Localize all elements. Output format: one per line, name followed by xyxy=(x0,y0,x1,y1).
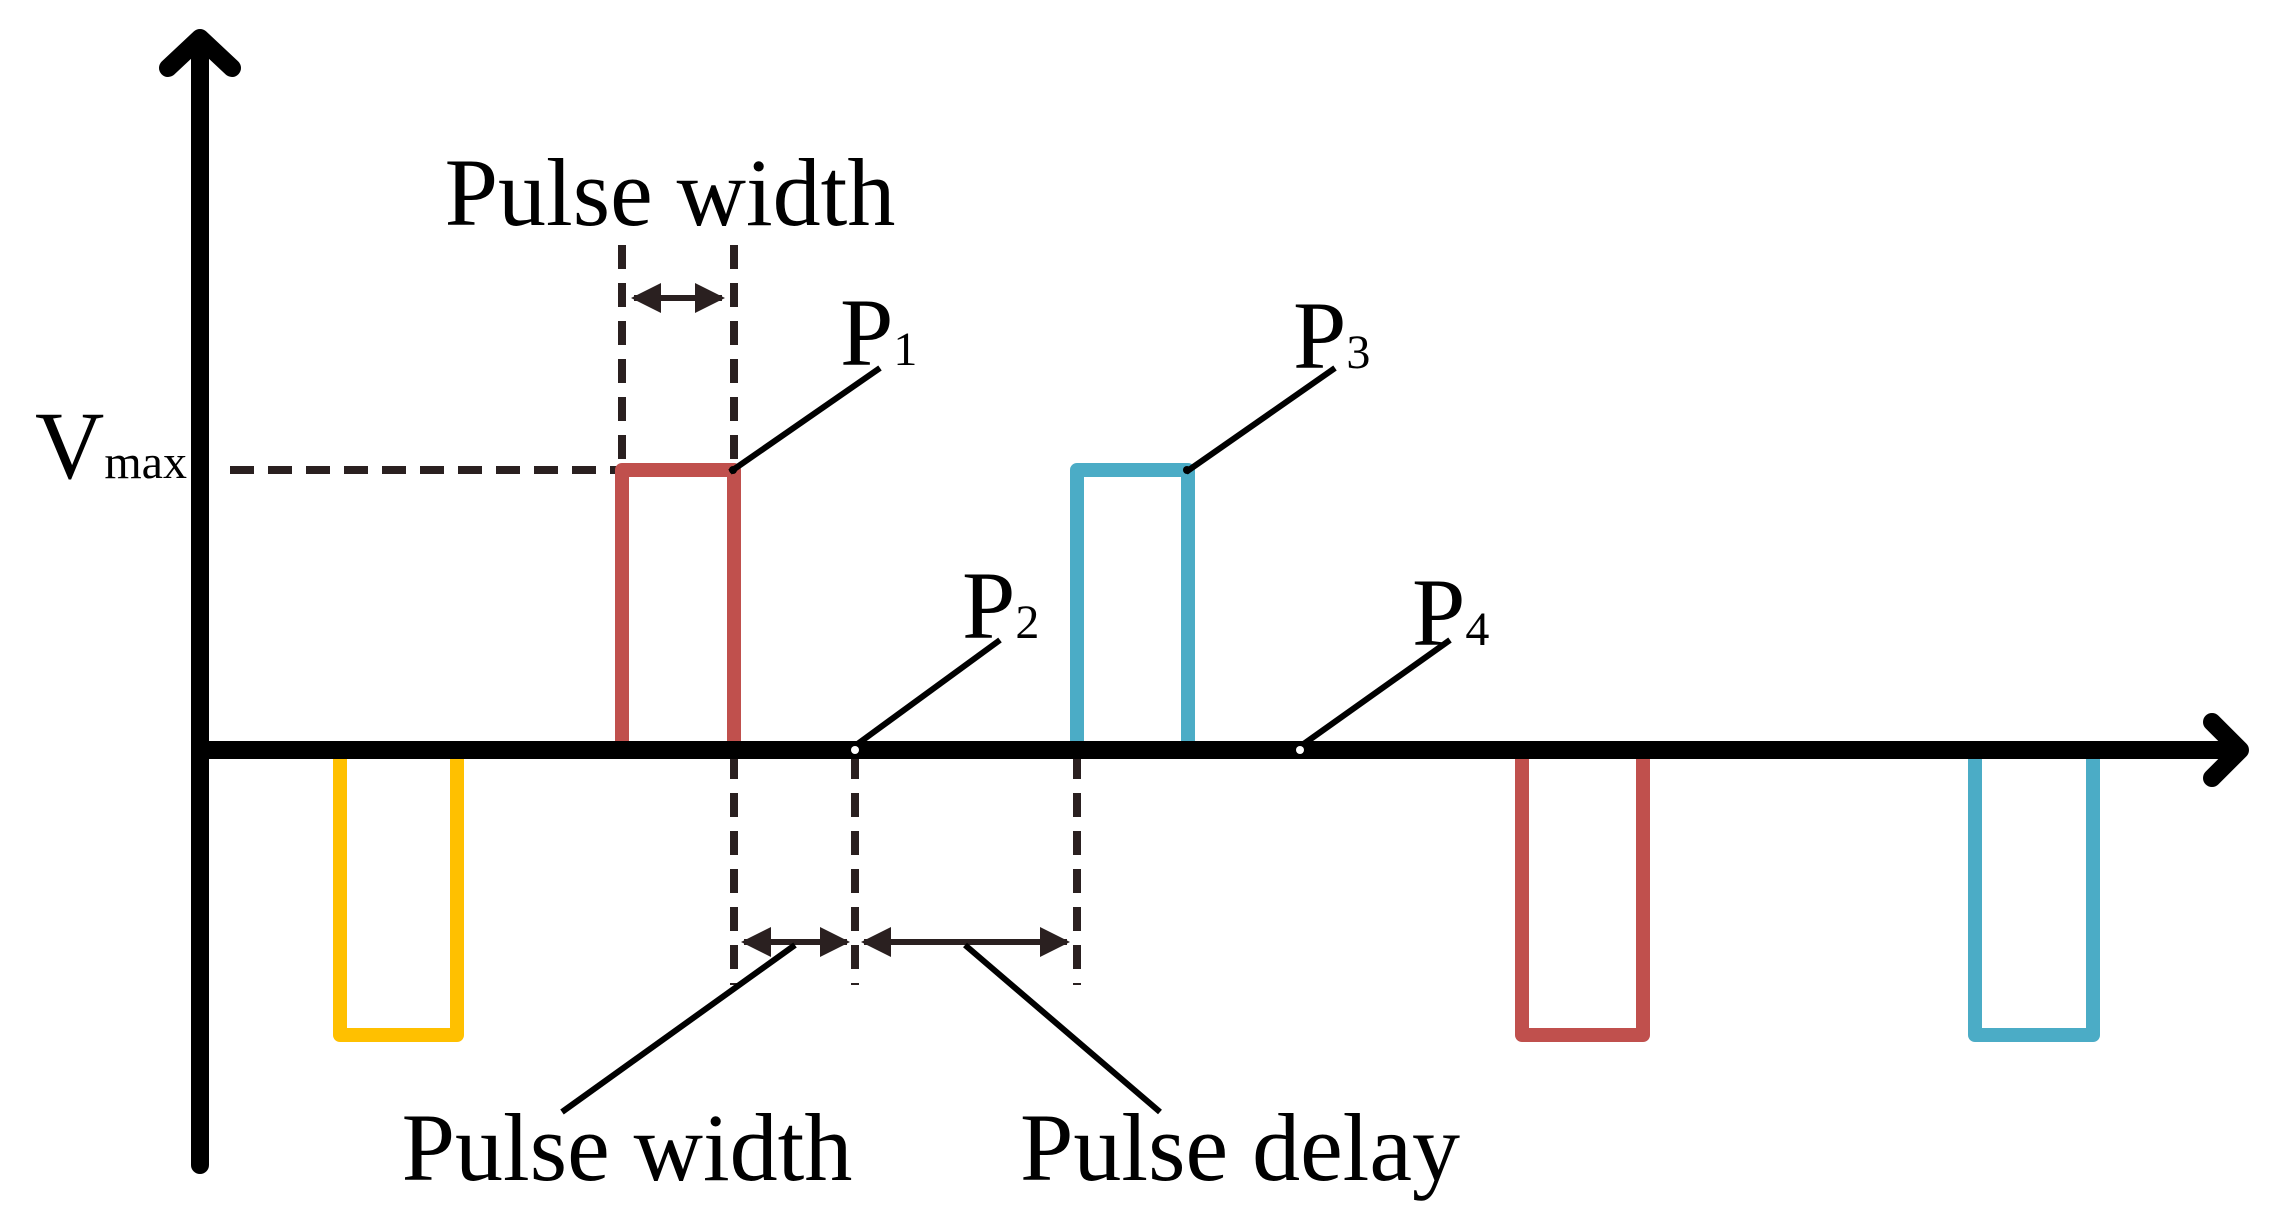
vmax-label: Vmax xyxy=(35,392,187,499)
p3-leader-line xyxy=(1184,365,1337,475)
p4-leader-line xyxy=(1296,637,1452,751)
pulse-delay-label: Pulse delay xyxy=(1020,1094,1460,1201)
p1-label: P1 xyxy=(840,279,917,386)
p3-marker xyxy=(1183,466,1191,474)
p2-marker xyxy=(851,746,859,754)
x-axis-arrowhead xyxy=(2203,713,2249,787)
p2-label: P2 xyxy=(962,552,1039,659)
pulse-delay-leader xyxy=(963,942,1162,1115)
p3-label: P3 xyxy=(1293,282,1370,389)
pulse-blue-positive xyxy=(1070,463,1195,757)
pulse-red-positive xyxy=(615,463,741,757)
p2-leader-line xyxy=(850,637,1002,751)
pulse-width-bottom-label: Pulse width xyxy=(402,1094,853,1201)
p4-marker xyxy=(1296,746,1304,754)
y-axis-arrowhead xyxy=(159,29,241,77)
pulse-red-negative xyxy=(1515,743,1650,1042)
pulse-width-top-label: Pulse width xyxy=(445,139,896,246)
p1-marker xyxy=(729,466,737,474)
pulse-yellow-negative xyxy=(333,743,464,1042)
p1-leader-line xyxy=(728,365,882,475)
pulse-width-bottom-leader xyxy=(560,942,797,1115)
p4-label: P4 xyxy=(1412,559,1489,666)
pulse-blue-negative xyxy=(1968,743,2100,1042)
